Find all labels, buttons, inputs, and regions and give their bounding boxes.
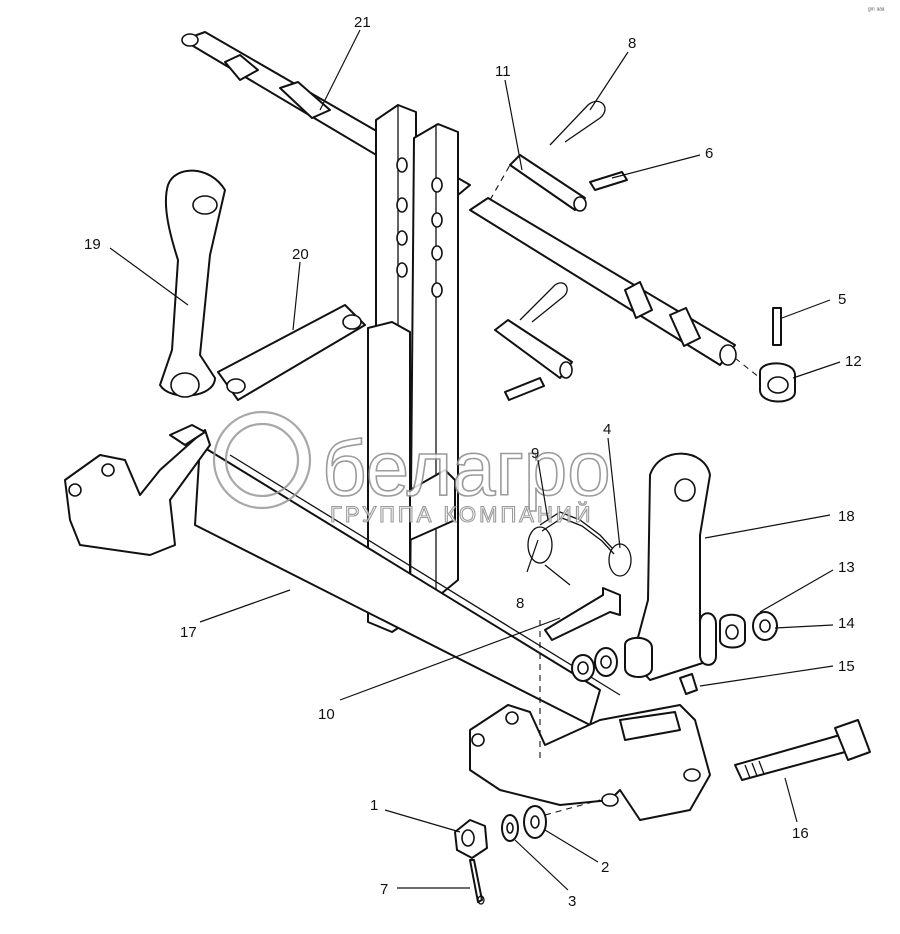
callout-2: 2 [601,859,609,876]
pin-11 [509,154,587,212]
callout-8-lower: 8 [516,595,524,612]
callout-8-top: 8 [628,35,636,52]
callout-20: 20 [292,246,309,263]
callout-9: 9 [531,445,539,462]
clip-8-lower [544,564,571,586]
watermark-tagline: ГРУППА КОМПАНИЙ [330,502,594,527]
cotter-pin-7 [469,859,485,905]
bushing-13 [719,613,746,649]
key-6 [589,171,628,191]
left-hook-bracket [64,424,211,556]
callout-3: 3 [568,893,576,910]
callout-7: 7 [380,881,388,898]
watermark: белагро ГРУППА КОМПАНИЙ [212,410,612,528]
callout-1: 1 [370,797,378,814]
right-hook-bracket [469,704,711,821]
nut-1 [454,819,488,859]
lift-arm-19 [159,169,226,398]
arm-18 [624,452,717,681]
callout-labels: 21 11 8 6 19 20 5 12 4 9 18 8 13 14 15 1… [84,14,862,910]
callout-17: 17 [180,624,197,641]
washer-2 [523,805,547,839]
spring-clip-8-top [549,100,606,146]
pin-5 [772,307,782,346]
callout-5: 5 [838,291,846,308]
callout-10: 10 [318,706,335,723]
grease-fitting-15 [679,673,698,695]
callout-18: 18 [838,508,855,525]
callout-15: 15 [838,658,855,675]
link-bar-20 [217,304,366,401]
bushings-left-of-arm [571,647,618,682]
callout-6: 6 [705,145,713,162]
callout-13: 13 [838,559,855,576]
callout-14: 14 [838,615,855,632]
leader-lines [109,29,841,891]
callout-11: 11 [495,63,511,80]
assembly-lines [489,164,761,816]
callout-12: 12 [845,353,862,370]
l-pin-10 [544,587,621,641]
collar-12 [759,362,796,403]
bolt-16 [734,719,871,781]
corner-mark: ᵍᵐ ᵃᵃᵃ [868,7,885,14]
callout-21: 21 [354,14,371,31]
cross-shaft [469,197,737,366]
callout-19: 19 [84,236,101,253]
washer-14 [752,611,778,641]
chain-9 [527,511,615,564]
callout-4: 4 [603,421,611,438]
washer-3 [501,814,519,842]
upright-plate-front [409,123,459,613]
pin-middle [494,282,573,401]
watermark-brand: белагро [322,424,611,512]
ring-4 [608,543,632,577]
callout-16: 16 [792,825,809,842]
